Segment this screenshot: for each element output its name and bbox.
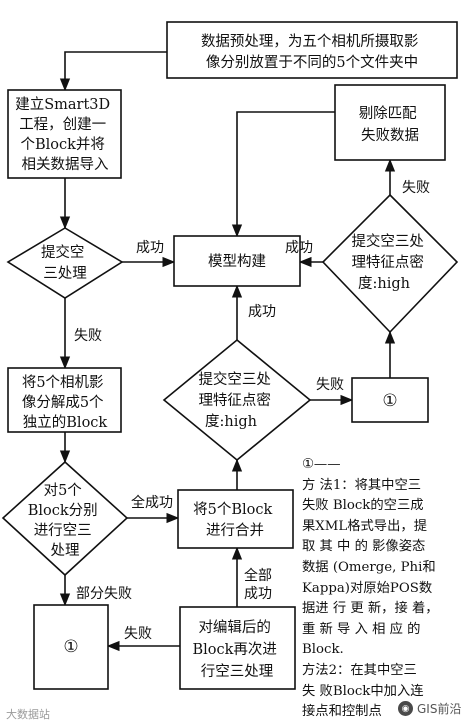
ref-bottom-box: ① (33, 604, 109, 690)
submit-aerial-text: 提交空 三处理 (41, 243, 89, 282)
label-partial-fail: 部分失败 (76, 586, 132, 602)
note-line: 数据 (Omerge, Phi和 (302, 559, 436, 575)
note-line: 果XML格式导出，提 (302, 518, 427, 534)
submit-aerial-diamond: 提交空 三处理 (6, 227, 124, 299)
method-note: ①—— 方 法1：将其中空三 失败 Block的空三成 果XML格式导出，提 取… (302, 455, 460, 723)
note-line: 取 其 中 的 影像姿态 (302, 539, 426, 555)
watermark-left: 大数据站 (6, 708, 50, 721)
note-line: 失败 Block的空三成 (302, 498, 424, 514)
watermark-right: ◉ GIS前沿 (398, 700, 461, 717)
note-line: 失 败Block中加入连 (302, 683, 424, 699)
split-blocks-text: 将5个相机影 像分解成5个 独立的Block (22, 374, 108, 431)
submit-each-text: 对5个 Block分别 进行空三 处理 (28, 482, 103, 559)
submit-dense-right-text: 提交空三处 理特征点密 度:high (351, 232, 428, 292)
model-build-text: 模型构建 (208, 253, 266, 270)
label-all-success-2: 全部 成功 (244, 567, 276, 602)
note-line: Kappa)对原始POS数 (302, 580, 433, 596)
edge-labels: 成功 成功 失败 失败 成功 失败 全成功 部分失败 全部 成功 失败 (74, 180, 430, 642)
reject-failed-text: 剔除匹配 失败数据 (359, 105, 422, 144)
note-line: ①—— (302, 457, 341, 472)
reprocess-text: 对编辑后的 Block再次进 行空三处理 (192, 619, 281, 680)
label-success-2: 成功 (285, 240, 313, 256)
note-line: Block. (302, 642, 344, 658)
label-fail-2: 失败 (74, 328, 102, 344)
ref-right-text: ① (382, 391, 397, 411)
merge-text: 将5个Block 进行合并 (193, 501, 277, 539)
submit-dense-right-diamond: 提交空三处 理特征点密 度:high (321, 193, 459, 334)
note-line: 据进 行 更 新，接 着， (302, 601, 439, 617)
note-line: 方 法1：将其中空三 (302, 477, 422, 493)
create-project-text: 建立Smart3D 工程，创建一 个Block并将 相关数据导入 (15, 96, 115, 173)
edge-reject-to-model (231, 111, 335, 238)
create-project-box: 建立Smart3D 工程，创建一 个Block并将 相关数据导入 (7, 89, 122, 179)
preprocess-box: 数据预处理，为五个相机所摄取影 像分别放置于不同的5个文件夹中 (166, 21, 458, 79)
ref-right-box: ① (351, 377, 429, 423)
split-blocks-box: 将5个相机影 像分解成5个 独立的Block (7, 367, 122, 433)
label-all-success-1: 全成功 (131, 494, 173, 511)
edge-preprocess-to-create (59, 51, 167, 92)
ref-bottom-text: ① (63, 637, 78, 657)
reject-failed-box: 剔除匹配 失败数据 (334, 84, 446, 161)
note-line: 重 新 导 入 相 应 的 (302, 621, 421, 637)
label-fail-3: 失败 (316, 377, 344, 393)
edges (59, 51, 396, 652)
note-line: 接点和控制点 (302, 704, 382, 720)
submit-each-diamond: 对5个 Block分别 进行空三 处理 (1, 460, 129, 577)
model-build-box: 模型构建 (173, 235, 301, 287)
label-fail-4: 失败 (124, 626, 152, 642)
label-success-3: 成功 (248, 304, 276, 320)
submit-dense-mid-text: 提交空三处 理特征点密 度:high (198, 370, 275, 430)
submit-dense-mid-diamond: 提交空三处 理特征点密 度:high (162, 338, 312, 462)
reprocess-box: 对编辑后的 Block再次进 行空三处理 (179, 606, 296, 690)
label-fail-1: 失败 (402, 180, 430, 196)
note-line: 方法2：在其中空三 (302, 662, 417, 678)
label-success-1: 成功 (136, 240, 164, 256)
preprocess-text: 数据预处理，为五个相机所摄取影 像分别放置于不同的5个文件夹中 (201, 33, 423, 71)
watermark-right-text: GIS前沿 (417, 702, 462, 716)
wechat-icon: ◉ (398, 701, 413, 716)
merge-box: 将5个Block 进行合并 (177, 489, 294, 549)
